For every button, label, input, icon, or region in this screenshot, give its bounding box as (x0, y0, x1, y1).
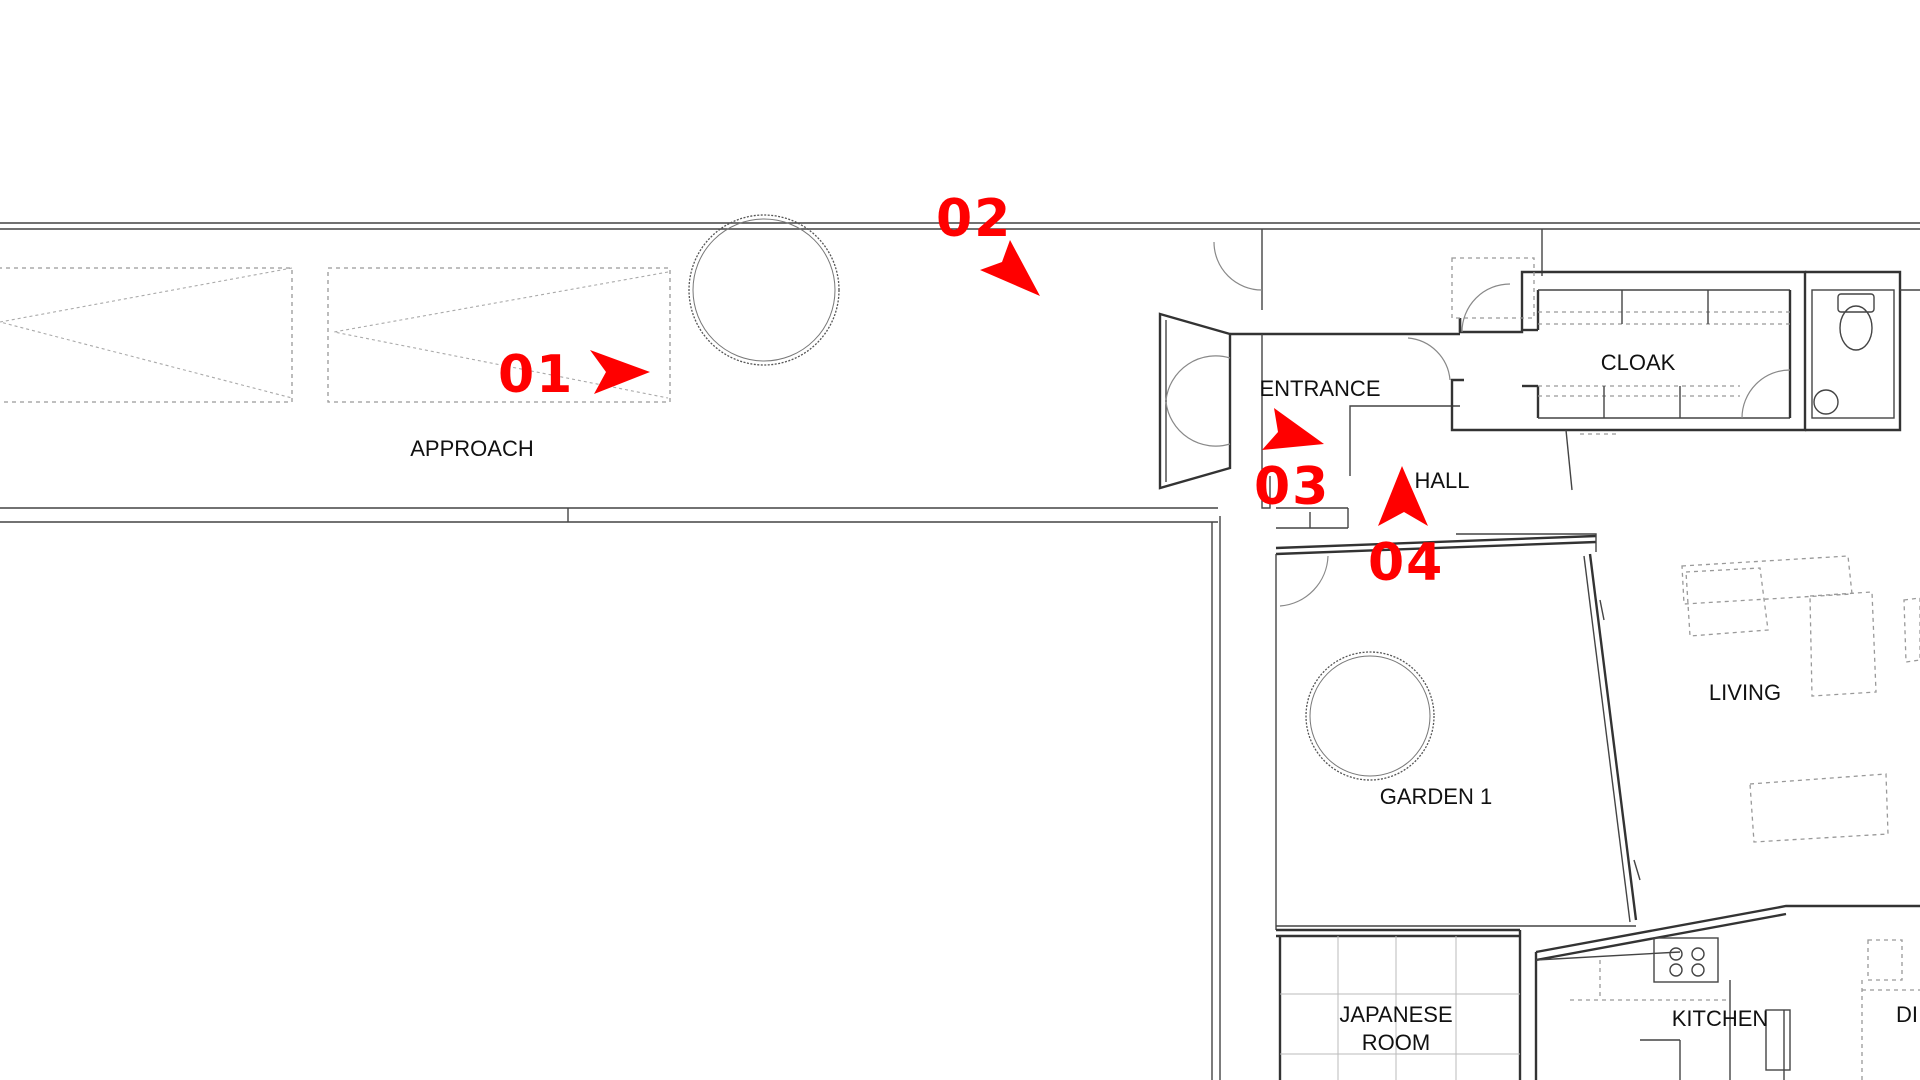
viewpoint-arrow-02-icon (980, 240, 1040, 296)
label-entrance: ENTRANCE (1259, 376, 1380, 401)
viewpoint-arrow-01-icon (590, 350, 650, 394)
parking-bay-1 (0, 267, 293, 403)
label-japanese-room-line1: JAPANESE (1339, 1002, 1452, 1027)
approach-door (1213, 229, 1543, 310)
label-approach: APPROACH (410, 436, 533, 461)
dining-partial (1861, 939, 1920, 1080)
living-area (1565, 429, 1920, 881)
viewpoint-marker-04: 04 (1368, 466, 1444, 593)
viewpoint-marker-01: 01 (498, 345, 650, 405)
viewpoint-label-01: 01 (498, 345, 574, 405)
garden-tree (1305, 651, 1435, 781)
parking-bay-2 (327, 267, 671, 403)
japanese-room (1276, 928, 1522, 1080)
entrance-vestibule (1158, 312, 1460, 490)
approach-area (0, 222, 1920, 523)
label-living: LIVING (1709, 680, 1781, 705)
cloak-shelves (1407, 283, 1791, 419)
entrance-hall-walls (1261, 334, 1597, 556)
label-kitchen: KITCHEN (1672, 1006, 1769, 1031)
label-hall: HALL (1414, 468, 1469, 493)
viewpoint-marker-02: 02 (936, 189, 1040, 296)
kitchen (1534, 904, 1920, 1080)
lower-left-block (1211, 516, 1221, 1080)
wc (1805, 270, 1920, 432)
label-cloak: CLOAK (1601, 350, 1676, 375)
viewpoint-arrow-03-icon (1262, 408, 1324, 450)
viewpoint-arrow-04-icon (1378, 466, 1428, 526)
viewpoint-label-04: 04 (1368, 533, 1444, 593)
approach-tree (688, 214, 840, 366)
viewpoint-marker-03: 03 (1254, 408, 1330, 517)
viewpoint-label-02: 02 (936, 189, 1012, 249)
label-dining-partial: DI (1896, 1002, 1918, 1027)
garden-1 (1275, 512, 1638, 930)
viewpoint-label-03: 03 (1254, 457, 1330, 517)
label-japanese-room-line2: ROOM (1362, 1030, 1430, 1055)
label-garden-1: GARDEN 1 (1380, 784, 1492, 809)
